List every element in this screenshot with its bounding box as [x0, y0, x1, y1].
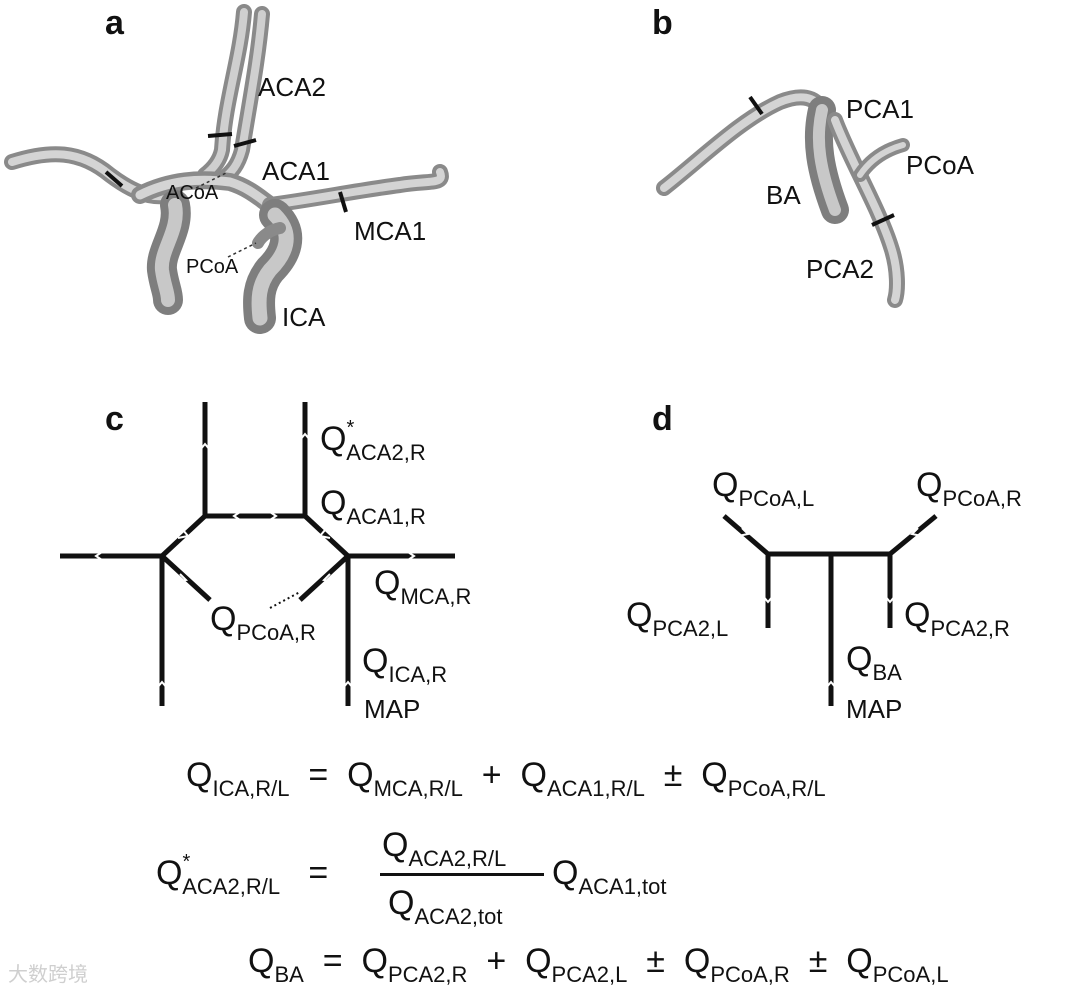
- label-q-pca2-r: QPCA2,R: [904, 596, 1010, 641]
- panel-a-markers: [104, 132, 348, 213]
- label-aca1: ACA1: [262, 156, 330, 186]
- pcoa-stub-vessel: [252, 222, 286, 249]
- label-mca1: MCA1: [354, 216, 427, 246]
- panel-b-markers: [748, 95, 895, 227]
- watermark-text: 大数跨境: [8, 962, 88, 986]
- label-pca2: PCA2: [806, 254, 874, 284]
- panel-a-dashed: [195, 171, 257, 258]
- label-q-ica-r: QICA,R: [362, 642, 448, 687]
- label-ba: BA: [766, 180, 801, 210]
- panel-c-pcoa-dotted: [269, 591, 301, 609]
- label-aca2: ACA2: [258, 72, 326, 102]
- label-q-aca1-r: QACA1,R: [320, 484, 426, 529]
- panel-c-arrows: [94, 432, 416, 689]
- label-pca1: PCA1: [846, 94, 914, 124]
- label-ica: ICA: [282, 302, 326, 332]
- equation-2-numerator: QACA2,R/L: [382, 826, 507, 871]
- label-q-pcoa-r-d: QPCoA,R: [916, 466, 1022, 511]
- equation-2-fraction-bar: [380, 873, 544, 876]
- equation-3: QBA = QPCA2,R + QPCA2,L ± QPCoA,R ± QPCo…: [248, 942, 949, 987]
- label-pcoa-a: PCoA: [186, 256, 239, 278]
- equation-1: QICA,R/L = QMCA,R/L + QACA1,R/L ± QPCoA,…: [186, 756, 826, 801]
- equation-2-denominator: QACA2,tot: [388, 884, 503, 929]
- label-q-pca2-l: QPCA2,L: [626, 596, 729, 641]
- panel-letter-c: c: [105, 400, 124, 438]
- label-q-pcoa-l: QPCoA,L: [712, 466, 815, 511]
- panel-letter-d: d: [652, 400, 673, 438]
- panel-b-vessels: [656, 89, 910, 308]
- panel-d-arrows: [737, 527, 923, 689]
- panel-letter-a: a: [105, 4, 124, 42]
- panel-letter-b: b: [652, 4, 673, 42]
- label-q-aca2-r: Q*ACA2,R: [320, 417, 426, 465]
- label-map-c: MAP: [364, 694, 421, 724]
- equation-2-lhs: Q*ACA2,R/L =: [156, 851, 329, 899]
- label-q-ba: QBA: [846, 640, 902, 685]
- label-acoa: ACoA: [166, 182, 219, 204]
- label-q-pcoa-r: QPCoA,R: [210, 600, 316, 645]
- label-map-d: MAP: [846, 694, 903, 724]
- label-pcoa-b: PCoA: [906, 150, 974, 180]
- pca1-left-vessel: [656, 89, 830, 196]
- label-q-mca-r: QMCA,R: [374, 564, 472, 609]
- equation-2-multiplier: QACA1,tot: [552, 854, 667, 899]
